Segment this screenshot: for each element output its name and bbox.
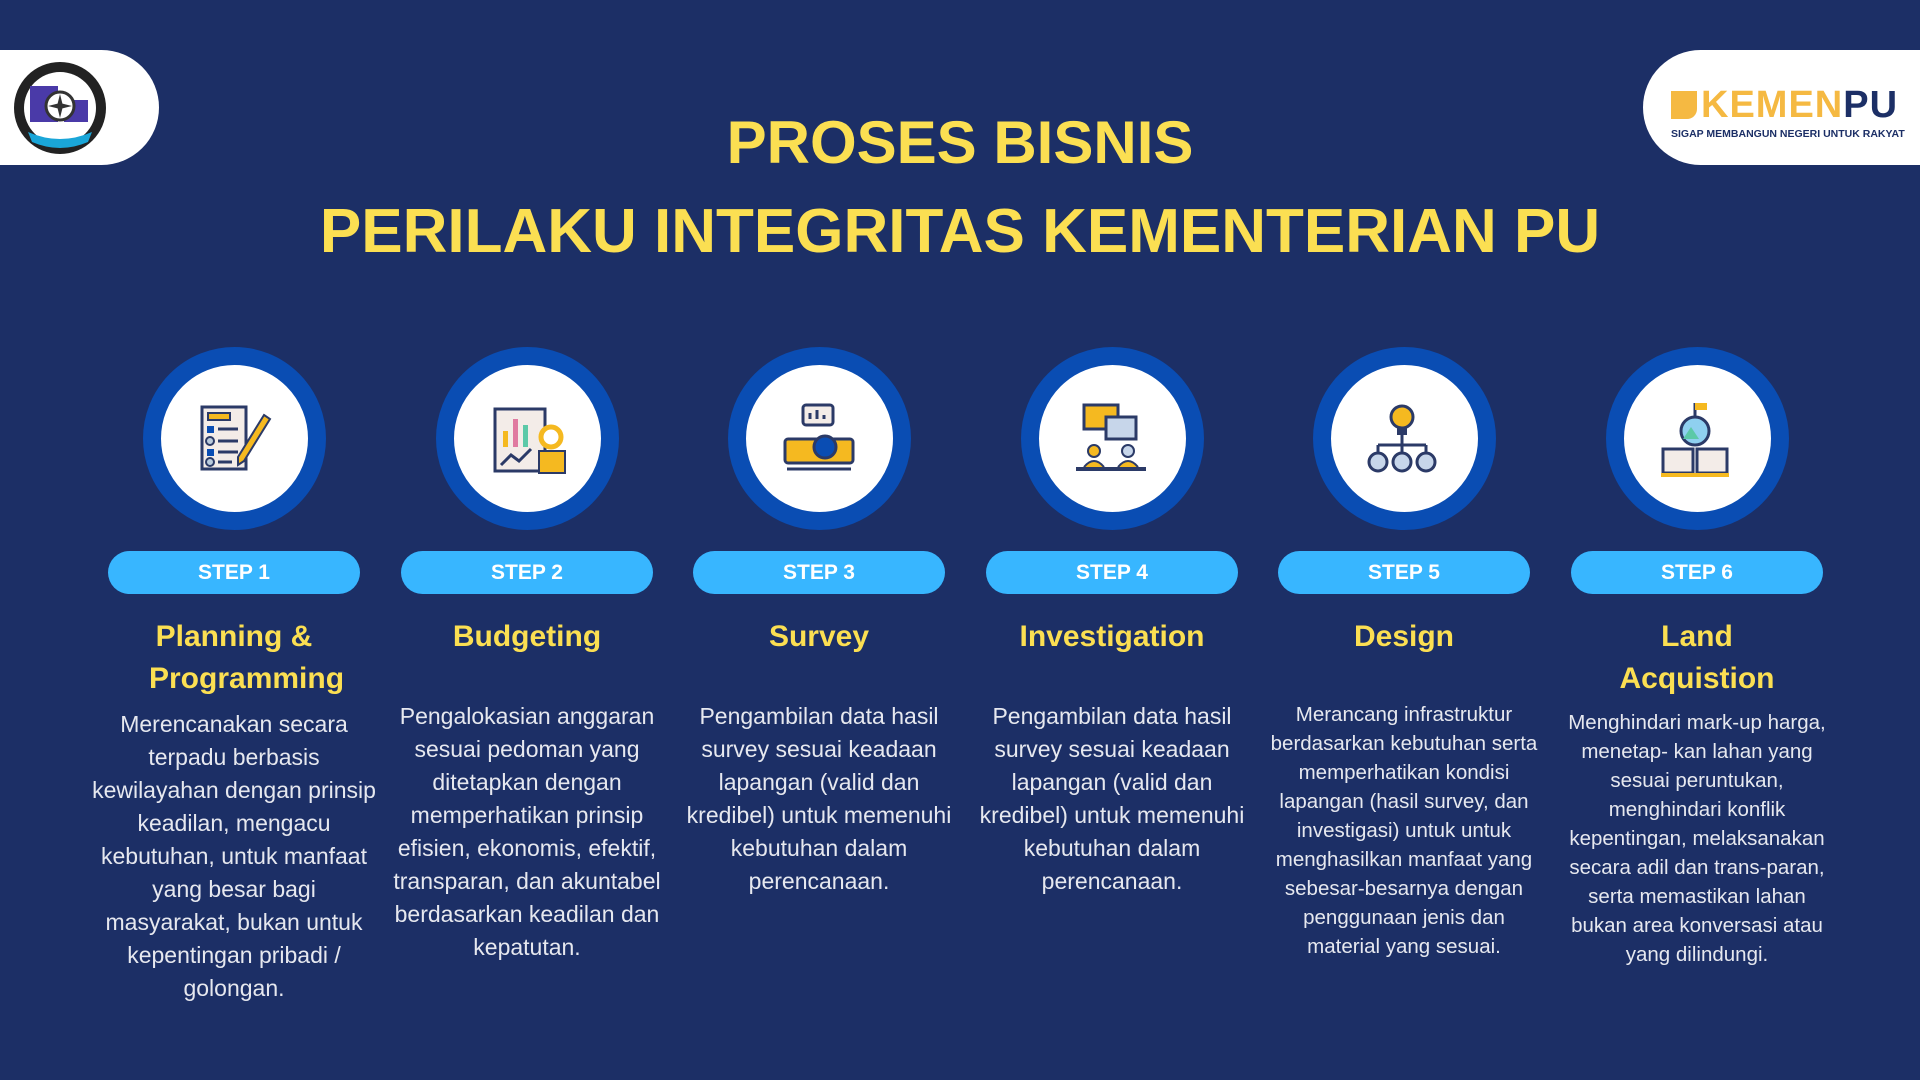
report-coins-icon: [493, 407, 566, 474]
step-icon-circle: [727, 347, 911, 530]
step-badge: STEP 4: [986, 551, 1238, 594]
bhgk-seal-icon: [14, 62, 106, 154]
step-title: Planning & Programming: [149, 620, 345, 695]
step-badge: STEP 6: [1571, 551, 1823, 594]
step-title: Investigation: [1019, 620, 1205, 653]
step-5: STEP 5 Design Merancang infrastruktur be…: [1259, 347, 1549, 961]
step-description: Pengalokasian anggaran sesuai pedoman ya…: [393, 703, 661, 960]
logo-tagline: SIGAP MEMBANGUN NEGERI UNTUK RAKYAT: [1671, 128, 1905, 140]
step-6: STEP 6 Land Acquistion Menghindari mark-…: [1552, 347, 1842, 969]
bhgk-logo: [0, 50, 159, 165]
step-title: Land Acquistion: [1619, 620, 1775, 695]
step-title: Design: [1353, 620, 1455, 653]
step-description: Menghindari mark-up harga, menetap- kan …: [1568, 711, 1826, 966]
page-title-line2: PERILAKU INTEGRITAS KEMENTERIAN PU: [319, 197, 1601, 266]
step-badge: STEP 1: [108, 551, 360, 594]
pu-mark-icon: [1671, 91, 1697, 119]
discussion-icon: [1076, 403, 1146, 471]
step-badge: STEP 5: [1278, 551, 1530, 594]
logo-text-kemen: KEMEN: [1701, 84, 1844, 126]
projector-icon: [783, 403, 855, 470]
step-icon-circle: [142, 347, 326, 530]
document-pencil-icon: [200, 405, 272, 470]
step-description: Pengambilan data hasil survey sesuai kea…: [979, 703, 1245, 894]
step-icon-circle: [1312, 347, 1496, 530]
step-2: STEP 2 Budgeting Pengalokasian anggaran …: [382, 347, 672, 964]
idea-team-icon: [1367, 404, 1437, 472]
page-title-line1: PROSES BISNIS: [726, 109, 1194, 176]
step-1: STEP 1 Planning & Programming Merencanak…: [89, 347, 379, 1005]
step-icon-circle: [1020, 347, 1204, 530]
step-4: STEP 4 Investigation Pengambilan data ha…: [967, 347, 1257, 898]
step-description: Pengambilan data hasil survey sesuai kea…: [686, 703, 952, 894]
kemenpu-logo: KEMENPU SIGAP MEMBANGUN NEGERI UNTUK RAK…: [1643, 50, 1920, 165]
step-badge: STEP 3: [693, 551, 945, 594]
step-badge: STEP 2: [401, 551, 653, 594]
land-book-icon: [1661, 402, 1729, 477]
step-3: STEP 3 Survey Pengambilan data hasil sur…: [674, 347, 964, 898]
step-description: Merencanakan secara terpadu berbasis kew…: [92, 711, 376, 1001]
logo-text-pu: PU: [1843, 84, 1899, 126]
step-description: Merancang infrastruktur berdasarkan kebu…: [1270, 703, 1538, 958]
step-icon-circle: [1605, 347, 1789, 530]
step-icon-circle: [435, 347, 619, 530]
step-title: Survey: [768, 620, 870, 653]
step-title: Budgeting: [452, 620, 602, 653]
